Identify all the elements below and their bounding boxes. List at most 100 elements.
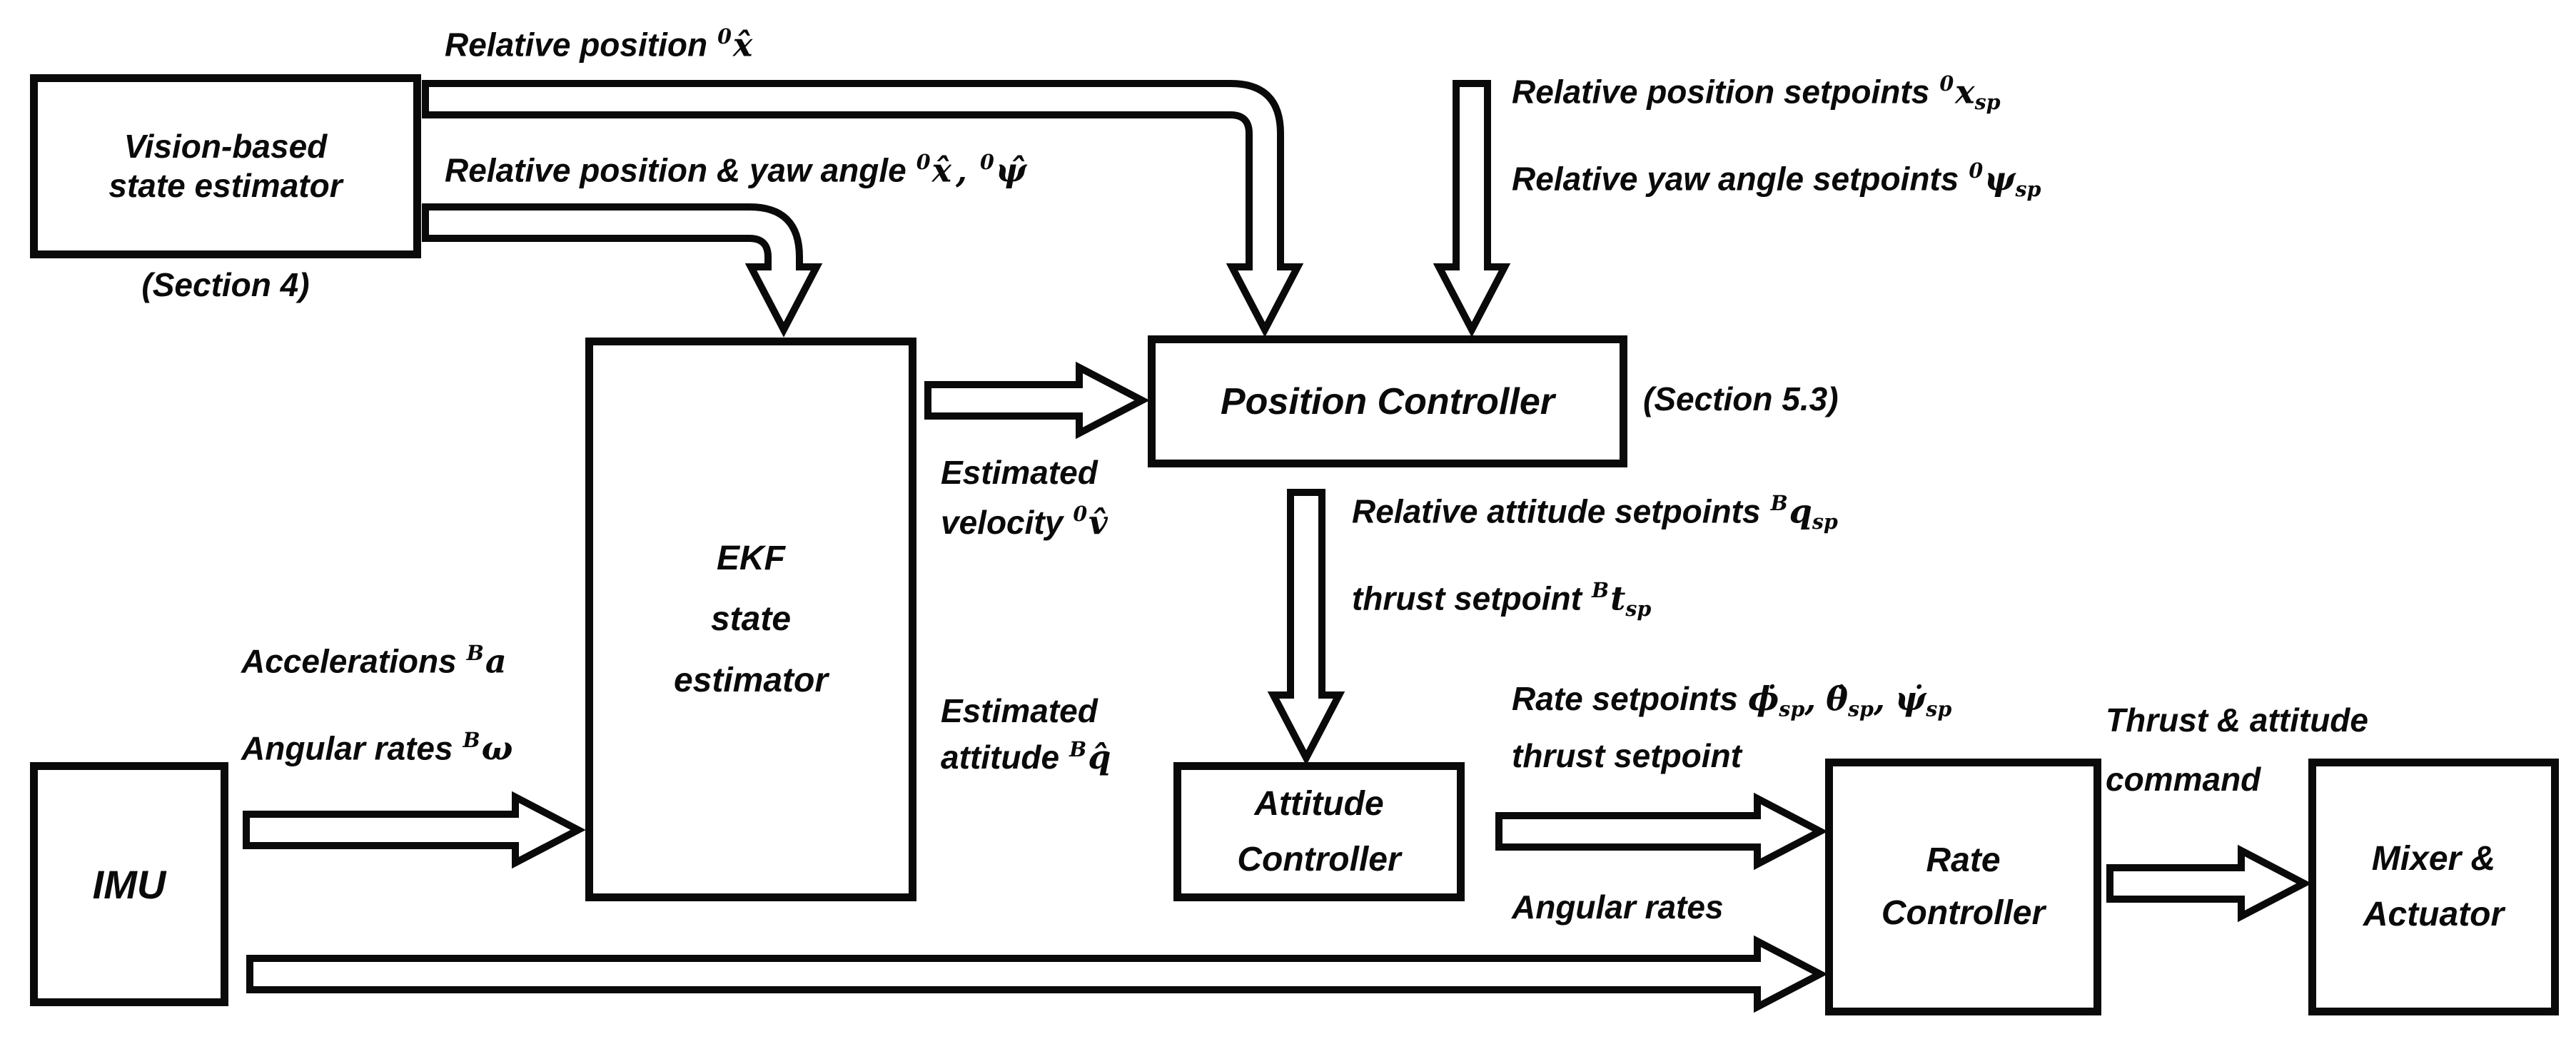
math-theta-dot: θ̇ bbox=[1826, 679, 1848, 718]
frame-superscript: 0 bbox=[1939, 71, 1954, 96]
label-relative-yaw-setpoints-text: Relative yaw angle setpoints bbox=[1512, 160, 1959, 198]
arrow-setpoints-input bbox=[1433, 80, 1511, 338]
vision-section-caption: (Section 4) bbox=[141, 266, 310, 303]
frame-superscript: B bbox=[1770, 491, 1788, 515]
arrow-rate-thrust-setpoints bbox=[1495, 792, 1828, 871]
label-relative-position-setpoints-text: Relative position setpoints bbox=[1512, 73, 1930, 111]
ekf-box-line1: EKF bbox=[716, 539, 785, 577]
mixer-box-line2: Actuator bbox=[2363, 896, 2505, 933]
frame-superscript: 0 bbox=[916, 150, 931, 174]
label-angular-rates-feedback: Angular rates bbox=[1512, 888, 1724, 927]
mixer-actuator-label: Mixer & Actuator bbox=[2363, 831, 2504, 943]
vision-box-label: Vision-based state estimator bbox=[108, 127, 342, 206]
sp-subscript: sp bbox=[1812, 510, 1838, 534]
label-attitude-text: attitude bbox=[941, 739, 1060, 776]
frame-superscript: 0 bbox=[1969, 158, 1984, 183]
math-t: t bbox=[1610, 579, 1626, 618]
label-relative-position: Relative position 0x̂ bbox=[445, 24, 752, 65]
label-estimated-attitude-line1: Estimated bbox=[941, 692, 1098, 729]
math-x-hat: x̂ bbox=[732, 25, 753, 64]
label-command-line2: command bbox=[2106, 760, 2261, 798]
math-psi-dot: ψ̇ bbox=[1894, 679, 1926, 718]
label-angular-rates-feedback-text: Angular rates bbox=[1512, 888, 1724, 926]
position-controller-label: Position Controller bbox=[1221, 380, 1555, 422]
rate-box-line1: Rate bbox=[1926, 841, 2001, 879]
math-x-hat: x̂ bbox=[931, 151, 951, 190]
frame-superscript: 0 bbox=[1073, 502, 1088, 527]
label-relative-attitude-setpoints: Relative attitude setpoints Bqsp bbox=[1352, 491, 1838, 534]
position-controller-box: Position Controller bbox=[1148, 335, 1627, 467]
attitude-box-line2: Controller bbox=[1237, 840, 1401, 878]
math-x: x bbox=[1955, 72, 1975, 111]
label-relative-position-setpoints: Relative position setpoints 0xsp bbox=[1512, 71, 2001, 114]
arrow-relative-position bbox=[422, 80, 1304, 338]
label-relative-attitude-setpoints-text: Relative attitude setpoints bbox=[1352, 492, 1761, 530]
vision-box-line2: state estimator bbox=[108, 167, 343, 204]
mixer-actuator-box: Mixer & Actuator bbox=[2308, 759, 2559, 1015]
ekf-box-line3: estimator bbox=[673, 661, 829, 699]
comma-separator: , bbox=[1873, 679, 1885, 718]
label-estimated-attitude-line2: attitude Bq̂ bbox=[941, 734, 1111, 781]
arrow-thrust-attitude-command bbox=[2106, 844, 2312, 923]
label-thrust-attitude-command: Thrust & attitude command bbox=[2106, 691, 2368, 809]
attitude-controller-box: Attitude Controller bbox=[1173, 762, 1465, 901]
arrow-imu-measurements bbox=[243, 791, 586, 869]
frame-superscript: B bbox=[1591, 578, 1610, 602]
label-accelerations-text: Accelerations bbox=[241, 642, 457, 680]
ekf-box-label: EKF state estimator bbox=[674, 528, 828, 711]
frame-superscript: B bbox=[1069, 736, 1087, 761]
sp-subscript: sp bbox=[2015, 177, 2041, 202]
math-psi: ψ bbox=[1984, 159, 2016, 198]
arrow-attitude-thrust-setpoints bbox=[1267, 489, 1345, 766]
comma-separator: , bbox=[1804, 679, 1817, 718]
arrow-relative-position-yaw bbox=[422, 203, 823, 338]
math-a: a bbox=[485, 642, 507, 681]
frame-superscript: 0 bbox=[980, 150, 994, 174]
label-angular-rates-imu-text: Angular rates bbox=[241, 729, 453, 767]
attitude-controller-label: Attitude Controller bbox=[1237, 776, 1400, 888]
math-psi-hat: ψ̂ bbox=[995, 151, 1027, 190]
arrow-estimated-velocity bbox=[924, 361, 1150, 440]
vision-box-line1: Vision-based bbox=[123, 127, 328, 165]
math-q-hat: q̂ bbox=[1088, 738, 1111, 777]
frame-superscript: 0 bbox=[717, 24, 732, 49]
arrow-angular-rates-feedback bbox=[246, 935, 1828, 1013]
label-estimated-attitude: Estimated attitude Bq̂ bbox=[941, 688, 1111, 781]
label-rate-setpoints-text: Rate setpoints bbox=[1512, 680, 1738, 717]
label-relative-yaw-setpoints: Relative yaw angle setpoints 0ψsp bbox=[1512, 158, 2041, 201]
ekf-state-estimator-box: EKF state estimator bbox=[585, 338, 916, 901]
attitude-box-line1: Attitude bbox=[1254, 784, 1384, 823]
label-relative-position-yaw-text: Relative position & yaw angle bbox=[445, 151, 906, 189]
label-thrust-setpoint-rate-text: thrust setpoint bbox=[1512, 737, 1742, 774]
label-thrust-setpoint-rate: thrust setpoint bbox=[1512, 736, 1742, 776]
imu-box: IMU bbox=[30, 762, 228, 1006]
sp-subscript: sp bbox=[1926, 696, 1952, 721]
position-section-caption: (Section 5.3) bbox=[1643, 380, 1839, 417]
label-velocity-text: velocity bbox=[941, 503, 1064, 541]
label-relative-position-text: Relative position bbox=[445, 26, 708, 64]
sp-subscript: sp bbox=[1847, 696, 1874, 721]
sp-subscript: sp bbox=[1974, 90, 2001, 115]
rate-controller-box: Rate Controller bbox=[1825, 759, 2101, 1015]
imu-label: IMU bbox=[92, 861, 166, 907]
mixer-box-line1: Mixer & bbox=[2371, 840, 2496, 878]
math-phi-dot: ϕ̇ bbox=[1747, 679, 1779, 718]
frame-superscript: B bbox=[463, 728, 480, 752]
vision-state-estimator-box: Vision-based state estimator bbox=[30, 74, 421, 258]
comma-separator: , bbox=[956, 151, 968, 190]
math-q: q bbox=[1789, 492, 1812, 531]
sp-subscript: sp bbox=[1625, 597, 1652, 622]
label-estimated-velocity-line1: Estimated bbox=[941, 454, 1098, 491]
label-thrust-attitude-line1: Thrust & attitude bbox=[2106, 701, 2368, 739]
rate-controller-label: Rate Controller bbox=[1882, 834, 2045, 941]
sp-subscript: sp bbox=[1779, 696, 1805, 721]
ekf-box-line2: state bbox=[710, 600, 792, 639]
rate-box-line2: Controller bbox=[1881, 894, 2046, 932]
